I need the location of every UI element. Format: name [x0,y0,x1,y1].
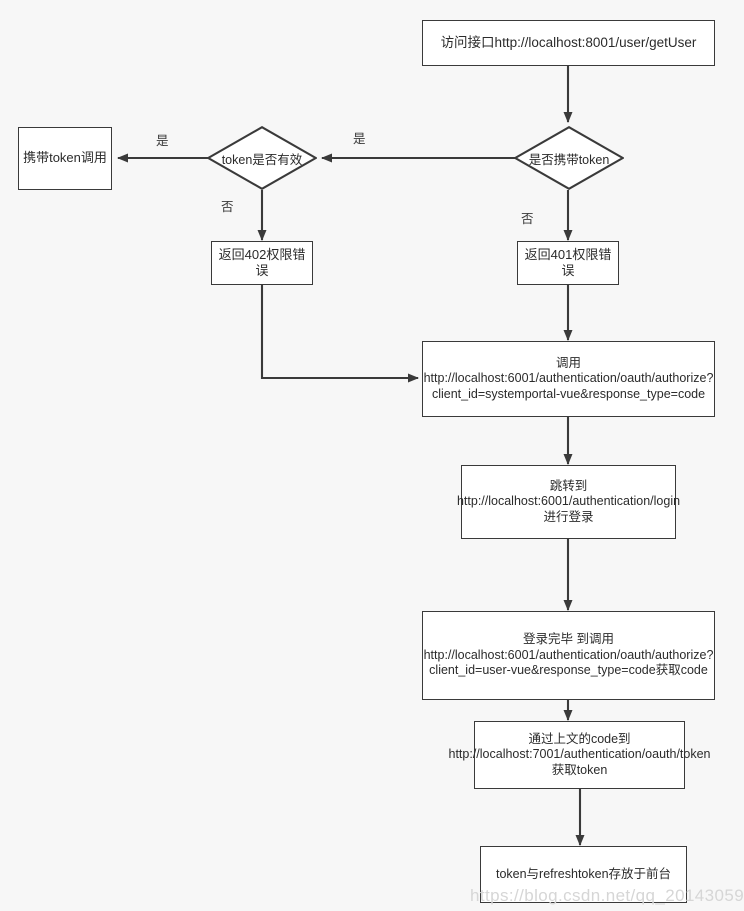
edge-label-has-token-no: 否 [521,212,534,226]
node-login-done[interactable]: 登录完毕 到调用 http://localhost:6001/authentic… [422,611,715,700]
node-entry[interactable]: 访问接口http://localhost:8001/user/getUser [422,20,715,66]
edge-402-to-authorize [260,285,419,383]
node-redirect-login-label: 跳转到 http://localhost:6001/authentication… [456,478,681,524]
node-has-token[interactable]: 是否携带token [513,125,625,191]
diamond-shape [206,125,318,191]
node-call-with-token-label: 携带token调用 [23,150,107,166]
diamond-shape [513,125,625,191]
watermark: https://blog.csdn.net/qq_20143059 [470,886,744,905]
node-code-to-token-label: 通过上文的code到 http://localhost:7001/authent… [448,731,711,777]
node-call-authorize[interactable]: 调用 http://localhost:6001/authentication/… [422,341,715,417]
edge-label-token-valid-no: 否 [221,200,234,214]
node-error-402-label: 返回402权限错误 [218,246,306,278]
node-error-401[interactable]: 返回401权限错误 [517,241,619,285]
node-call-authorize-label: 调用 http://localhost:6001/authentication/… [423,355,714,401]
node-code-to-token[interactable]: 通过上文的code到 http://localhost:7001/authent… [449,721,711,789]
node-store-token[interactable]: token与refreshtoken存放于前台 [480,846,687,903]
node-store-token-label: token与refreshtoken存放于前台 [495,866,672,881]
node-redirect-login[interactable]: 跳转到 http://localhost:6001/authentication… [457,465,680,539]
node-token-valid-label: token是否有效 [221,152,303,167]
node-call-with-token[interactable]: 携带token调用 [18,127,112,190]
node-entry-label: 访问接口http://localhost:8001/user/getUser [440,34,697,50]
node-has-token-label: 是否携带token [528,152,610,167]
edge-label-token-valid-yes: 是 [156,134,169,148]
node-error-401-label: 返回401权限错误 [524,246,612,278]
node-error-402[interactable]: 返回402权限错误 [211,241,313,285]
node-token-valid[interactable]: token是否有效 [206,125,318,191]
edge-label-has-token-yes: 是 [353,132,366,146]
node-login-done-label: 登录完毕 到调用 http://localhost:6001/authentic… [423,632,714,678]
